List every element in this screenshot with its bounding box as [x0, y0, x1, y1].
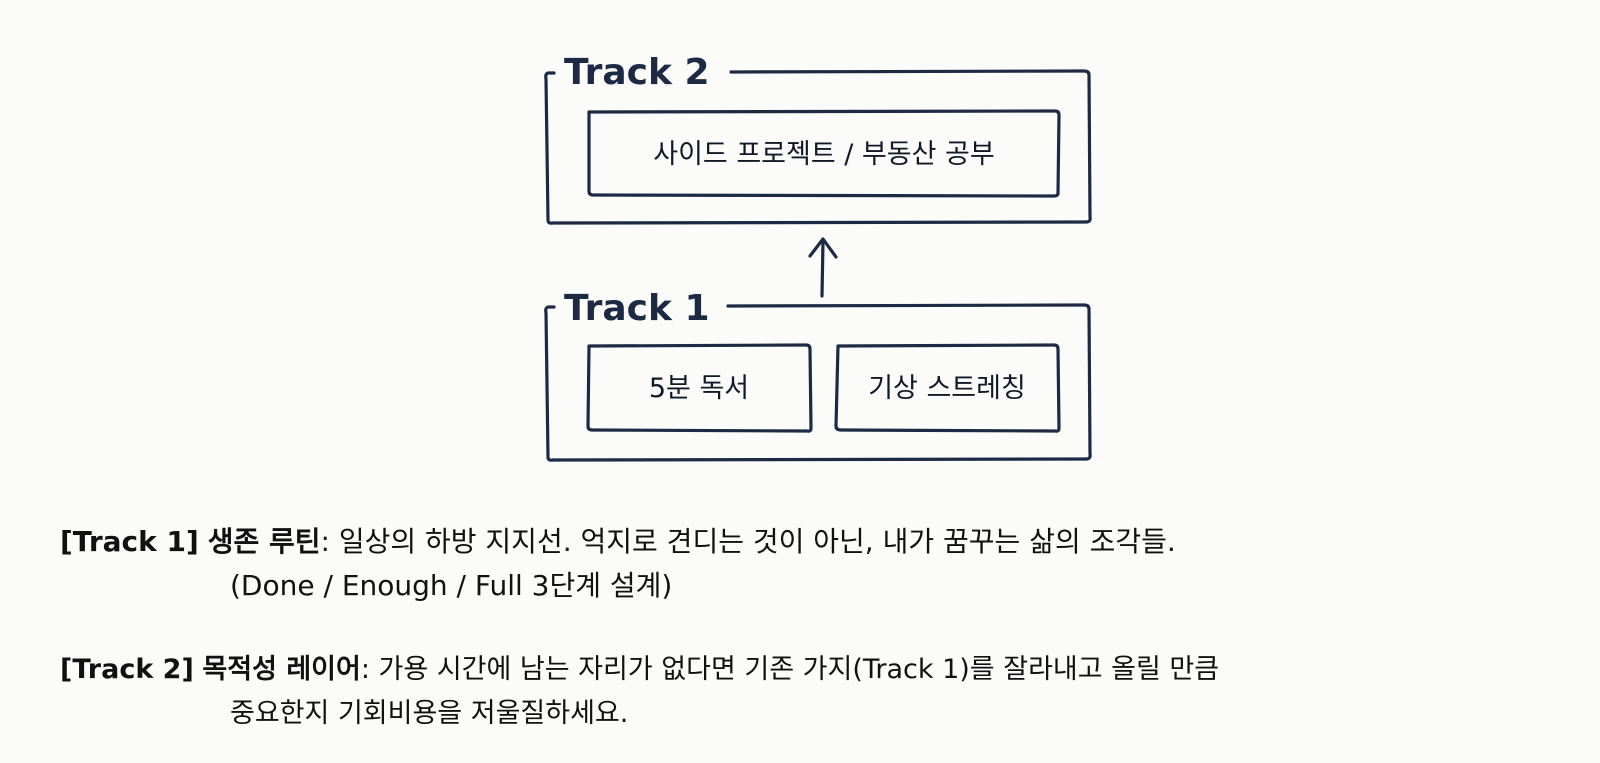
note-track1-line1: : 일상의 하방 지지선. 억지로 견디는 것이 아닌, 내가 꿈꾸는 삶의 조… [320, 525, 1176, 558]
track2-title: Track 2 [564, 52, 710, 93]
track1-title: Track 1 [564, 288, 710, 329]
track2-item-label: 사이드 프로젝트 / 부동산 공부 [653, 139, 995, 170]
track1-item-stretching-label: 기상 스트레칭 [868, 373, 1026, 404]
note-track2-heading: 목적성 레이어 [202, 654, 361, 685]
note-track1-heading: 생존 루틴 [207, 525, 321, 558]
note-track1: [Track 1] 생존 루틴: 일상의 하방 지지선. 억지로 견디는 것이 … [60, 520, 1176, 608]
track1-group: Track 1 5분 독서 기상 스트레칭 [544, 288, 1092, 462]
note-track2: [Track 2] 목적성 레이어: 가용 시간에 남는 자리가 없다면 기존 … [60, 648, 1219, 736]
arrow-up [808, 237, 838, 298]
arrow-shaft [820, 239, 825, 298]
note-track1-line2: (Done / Enough / Full 3단계 설계) [230, 569, 673, 602]
track1-item-box-reading [586, 343, 813, 433]
track2-frame [544, 69, 1092, 225]
track2-item-box [587, 109, 1061, 198]
track1-item-reading-label: 5분 독서 [649, 373, 749, 404]
note-track1-tag: [Track 1] [60, 525, 199, 558]
track2-group: Track 2 사이드 프로젝트 / 부동산 공부 [544, 52, 1092, 225]
note-track2-line1: : 가용 시간에 남는 자리가 없다면 기존 가지(Track 1)를 잘라내고… [360, 654, 1220, 685]
track1-item-box-stretching [834, 343, 1061, 433]
note-track2-line2: 중요한지 기회비용을 저울질하세요. [230, 698, 629, 729]
arrow-head [808, 237, 838, 259]
track-diagram: Track 2 사이드 프로젝트 / 부동산 공부 Track 1 5분 독서 … [544, 52, 1092, 462]
note-track2-tag: [Track 2] [60, 654, 194, 685]
track1-frame [544, 303, 1092, 462]
